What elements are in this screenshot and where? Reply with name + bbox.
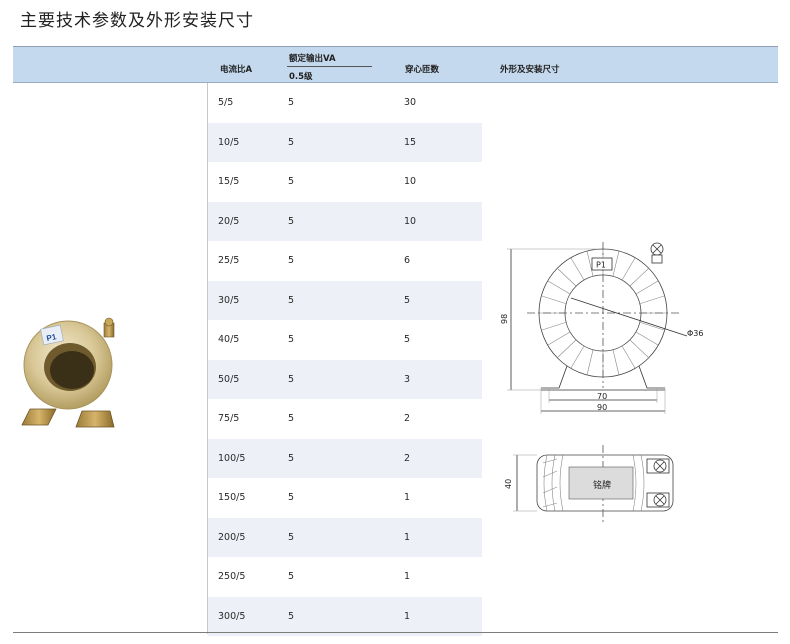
cell-va: 5	[288, 215, 295, 227]
nameplate-tag	[40, 324, 64, 346]
cell-va: 5	[288, 294, 295, 306]
product-photo-column	[13, 83, 208, 634]
table-bottom-border	[13, 632, 778, 633]
cell-turns: 10	[404, 215, 417, 227]
header-turns: 穿心匝数	[405, 65, 440, 75]
cell-va: 5	[288, 255, 295, 266]
cell-ratio: 10/5	[218, 136, 240, 148]
table-row: 40/5 5 5	[208, 320, 482, 360]
cell-turns: 5	[404, 294, 411, 306]
cell-turns: 10	[404, 176, 417, 187]
side-body-outline	[536, 454, 674, 512]
drawing-terminal-label: P1	[596, 261, 606, 270]
header-divider	[287, 66, 372, 67]
table-row: 15/5 5 10	[208, 162, 482, 202]
terminal-tag	[591, 257, 613, 271]
header-current-ratio: 电流比A	[220, 65, 253, 75]
cell-turns: 5	[404, 334, 411, 345]
terminal-screw-drawing-icon	[650, 242, 664, 264]
cell-va: 5	[288, 176, 295, 187]
mount-feet-outline	[541, 365, 665, 389]
height-dim-label: 98	[500, 314, 509, 324]
cell-va: 5	[288, 452, 295, 464]
nameplate-area	[568, 466, 634, 500]
mount-foot-left	[21, 408, 57, 426]
cell-va: 5	[288, 531, 295, 543]
toroid-bore-inner	[50, 351, 94, 389]
table-row: 20/5 5 10	[208, 201, 482, 241]
table-row: 200/5 5 1	[208, 517, 482, 557]
cell-turns: 3	[404, 373, 411, 385]
table-row: 50/5 5 3	[208, 359, 482, 399]
cell-ratio: 30/5	[218, 294, 240, 306]
table-row: 5/5 5 30	[208, 83, 482, 123]
table-row: 30/5 5 5	[208, 280, 482, 320]
table-row: 150/5 5 1	[208, 478, 482, 518]
mount-foot-right	[75, 410, 115, 428]
winding-lines	[539, 249, 667, 377]
table-row: 300/5 5 1	[208, 596, 482, 636]
cell-turns: 2	[404, 413, 411, 424]
table-row: 10/5 5 15	[208, 122, 482, 162]
cell-ratio: 5/5	[218, 97, 234, 108]
depth-dim-label: 40	[504, 479, 513, 489]
product-photo: P1	[21, 317, 115, 428]
table-row: 25/5 5 6	[208, 241, 482, 281]
cell-ratio: 200/5	[218, 531, 246, 543]
cell-va: 5	[288, 413, 295, 424]
front-view-drawing: P1 98 70 90 Φ36	[500, 242, 703, 414]
cell-va: 5	[288, 136, 295, 148]
inner-width-dim-label: 70	[597, 392, 607, 401]
table-header: 电流比A 额定输出VA 0.5级 穿心匝数 外形及安装尺寸	[13, 46, 778, 83]
cell-ratio: 150/5	[218, 492, 246, 503]
bore-dim-label: Φ36	[687, 329, 703, 338]
cell-turns: 1	[404, 492, 411, 503]
bore-leader-line	[570, 297, 688, 337]
cell-turns: 1	[404, 571, 411, 582]
cell-turns: 1	[404, 531, 411, 543]
side-winding-lines	[542, 454, 645, 512]
cell-va: 5	[288, 571, 295, 582]
table-row: 75/5 5 2	[208, 399, 482, 439]
header-accuracy-class: 0.5级	[289, 72, 313, 82]
cell-va: 5	[288, 334, 295, 345]
cell-turns: 2	[404, 452, 411, 464]
outer-width-dim-label: 90	[597, 403, 607, 412]
cell-va: 5	[288, 610, 295, 622]
page-title: 主要技术参数及外形安装尺寸	[20, 11, 254, 31]
terminal-head-icon	[104, 317, 114, 327]
cell-ratio: 250/5	[218, 571, 246, 582]
cell-ratio: 15/5	[218, 176, 240, 187]
header-rated-output: 额定输出VA	[289, 54, 336, 64]
cell-ratio: 50/5	[218, 373, 240, 385]
spec-table: 电流比A 额定输出VA 0.5级 穿心匝数 外形及安装尺寸 5/5 5 30 10/…	[13, 46, 778, 636]
photo-terminal-label: P1	[46, 332, 58, 343]
cell-ratio: 75/5	[218, 413, 240, 424]
cell-va: 5	[288, 492, 295, 503]
cell-turns: 1	[404, 610, 411, 622]
cell-ratio: 100/5	[218, 452, 246, 464]
cell-va: 5	[288, 373, 295, 385]
cell-ratio: 40/5	[218, 334, 240, 345]
cell-turns: 30	[404, 97, 417, 108]
side-view-drawing: 铭牌 40	[504, 445, 674, 523]
terminal-screw-top-icon	[646, 458, 670, 474]
cell-turns: 6	[404, 255, 411, 266]
nameplate-label: 铭牌	[593, 479, 611, 491]
cell-ratio: 300/5	[218, 610, 246, 622]
table-row: 250/5 5 1	[208, 557, 482, 597]
terminal-screw-bottom-icon	[646, 492, 670, 508]
cell-ratio: 25/5	[218, 255, 240, 266]
cell-va: 5	[288, 97, 295, 108]
cell-turns: 15	[404, 136, 417, 148]
header-dimensions: 外形及安装尺寸	[500, 65, 560, 75]
table-row: 100/5 5 2	[208, 438, 482, 478]
cell-ratio: 20/5	[218, 215, 240, 227]
